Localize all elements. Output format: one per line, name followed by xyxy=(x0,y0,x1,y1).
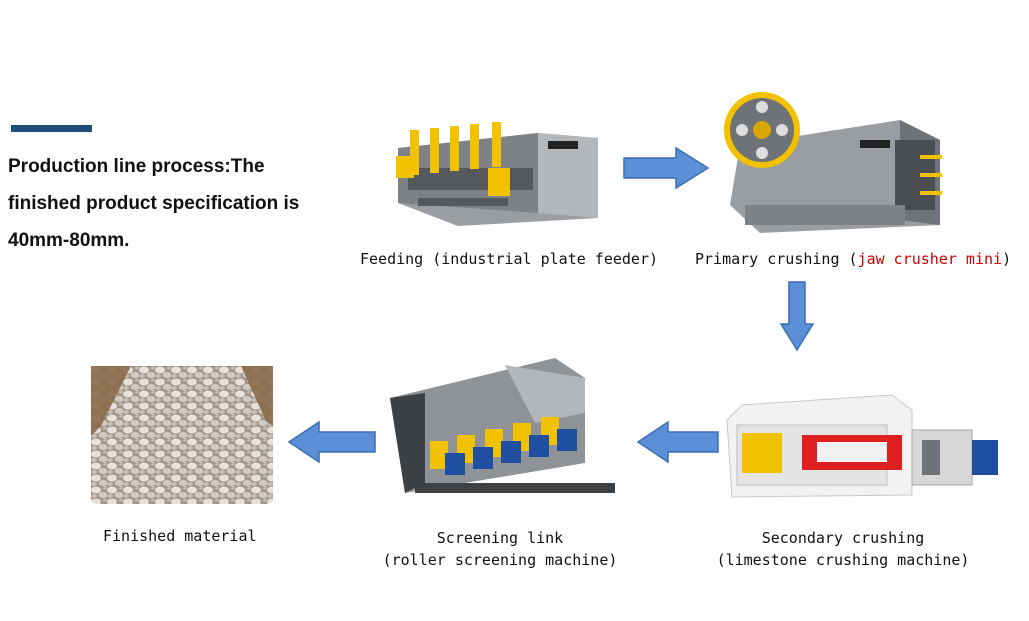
intro-line-1: Production line process:The xyxy=(8,156,265,177)
screening-label-line2: (roller screening machine) xyxy=(382,551,618,569)
feeding-label: Feeding (industrial plate feeder) xyxy=(360,250,659,268)
intro-text: Production line process:The finished pro… xyxy=(8,148,353,259)
plate-feeder-image xyxy=(388,108,608,228)
roller-screen-image xyxy=(385,353,635,513)
primary-crushing-label: Primary crushing (jaw crusher mini) xyxy=(695,248,1011,270)
accent-bar xyxy=(11,125,92,132)
screening-label-line1: Screening link xyxy=(436,529,564,547)
secondary-crushing-label-line1: Secondary crushing xyxy=(761,529,925,547)
finished-material-label: Finished material xyxy=(103,527,257,545)
jaw-crusher-highlight: jaw crusher mini xyxy=(857,250,1003,268)
primary-crushing-label-prefix: Primary crushing ( xyxy=(695,250,858,268)
intro-line-3: 40mm-80mm. xyxy=(8,230,130,251)
intro-line-2: finished product specification is xyxy=(8,193,300,214)
secondary-crushing-label: Secondary crushing (limestone crushing m… xyxy=(708,527,978,571)
primary-crushing-label-suffix: ) xyxy=(1002,250,1012,268)
arrow-left-icon xyxy=(287,420,377,464)
roller-crusher-image xyxy=(722,385,1002,505)
arrow-down-icon xyxy=(780,280,814,352)
jaw-crusher-image xyxy=(720,85,945,235)
secondary-crushing-label-line2: (limestone crushing machine) xyxy=(716,551,970,569)
screening-label: Screening link (roller screening machine… xyxy=(378,527,622,571)
finished-material-image xyxy=(91,366,273,504)
arrow-left-icon xyxy=(636,420,720,464)
arrow-right-icon xyxy=(622,146,710,190)
